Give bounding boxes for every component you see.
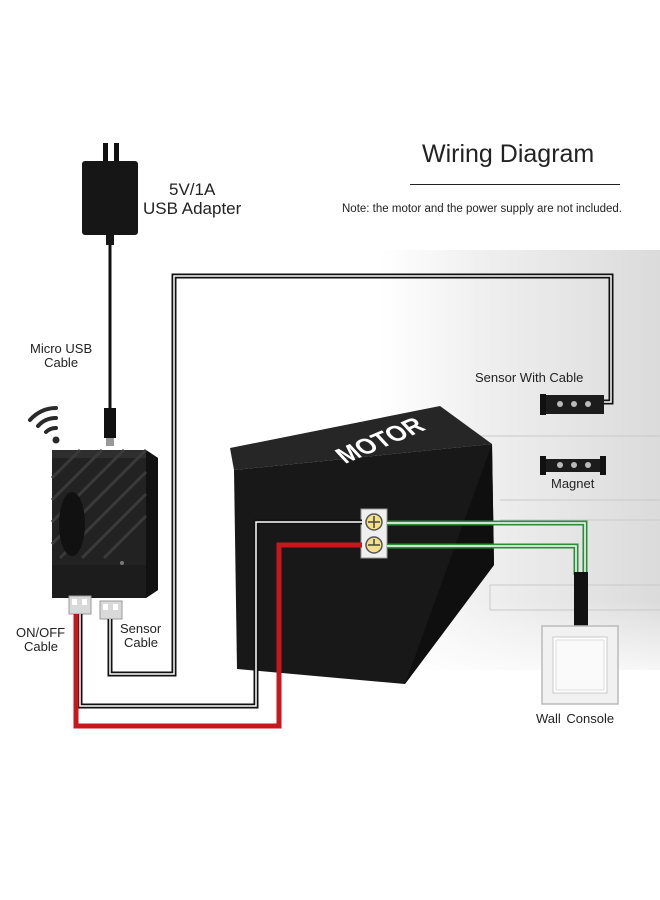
wall-console-label: Wall Console — [536, 711, 615, 726]
onoff-cable-label: ON/OFF Cable — [16, 626, 65, 654]
motor-unit: MOTOR — [230, 406, 494, 684]
wall-cable-sheath — [574, 572, 588, 627]
adapter-label: 5V/1A USB Adapter — [143, 180, 241, 218]
micro-usb-label: Micro USB Cable — [30, 342, 92, 370]
usb-adapter-icon — [82, 143, 138, 245]
magnet-icon — [540, 456, 606, 475]
controller-device — [50, 448, 158, 598]
door-sensor-icon — [540, 394, 604, 415]
onoff-label-line1: ON/OFF — [16, 625, 66, 640]
wall-wire-green-2-inner — [387, 545, 577, 575]
magnet-label: Magnet — [551, 476, 595, 491]
wall-switch-icon — [541, 625, 619, 705]
micro-usb-plug — [104, 408, 116, 438]
sensor-with-cable-label: Sensor With Cable — [475, 370, 584, 385]
onoff-wire-black-inner — [79, 521, 362, 707]
sensor-connector — [99, 600, 123, 620]
micro-usb-label-line1: Micro USB — [30, 341, 93, 356]
sensor-cable-label-line2: Cable — [124, 635, 158, 650]
micro-usb-tip — [106, 438, 114, 446]
adapter-label-line1: 5V/1A — [168, 180, 216, 199]
diagram-note: Note: the motor and the power supply are… — [342, 203, 623, 215]
title-divider — [410, 184, 620, 185]
sensor-wire-inner — [109, 275, 612, 675]
terminal-block — [360, 508, 388, 559]
onoff-wire-red — [73, 542, 362, 729]
wifi-icon — [28, 405, 60, 444]
onoff-label-line2: Cable — [24, 639, 58, 654]
sensor-cable-label-line1: Sensor — [120, 621, 162, 636]
diagram-title: Wiring Diagram — [422, 140, 595, 168]
wall-wire-green-1-inner — [387, 522, 586, 575]
sensor-cable-label: Sensor Cable — [120, 622, 161, 650]
onoff-connector — [68, 595, 92, 615]
micro-usb-label-line2: Cable — [44, 355, 79, 370]
adapter-label-line2: USB Adapter — [143, 199, 242, 218]
